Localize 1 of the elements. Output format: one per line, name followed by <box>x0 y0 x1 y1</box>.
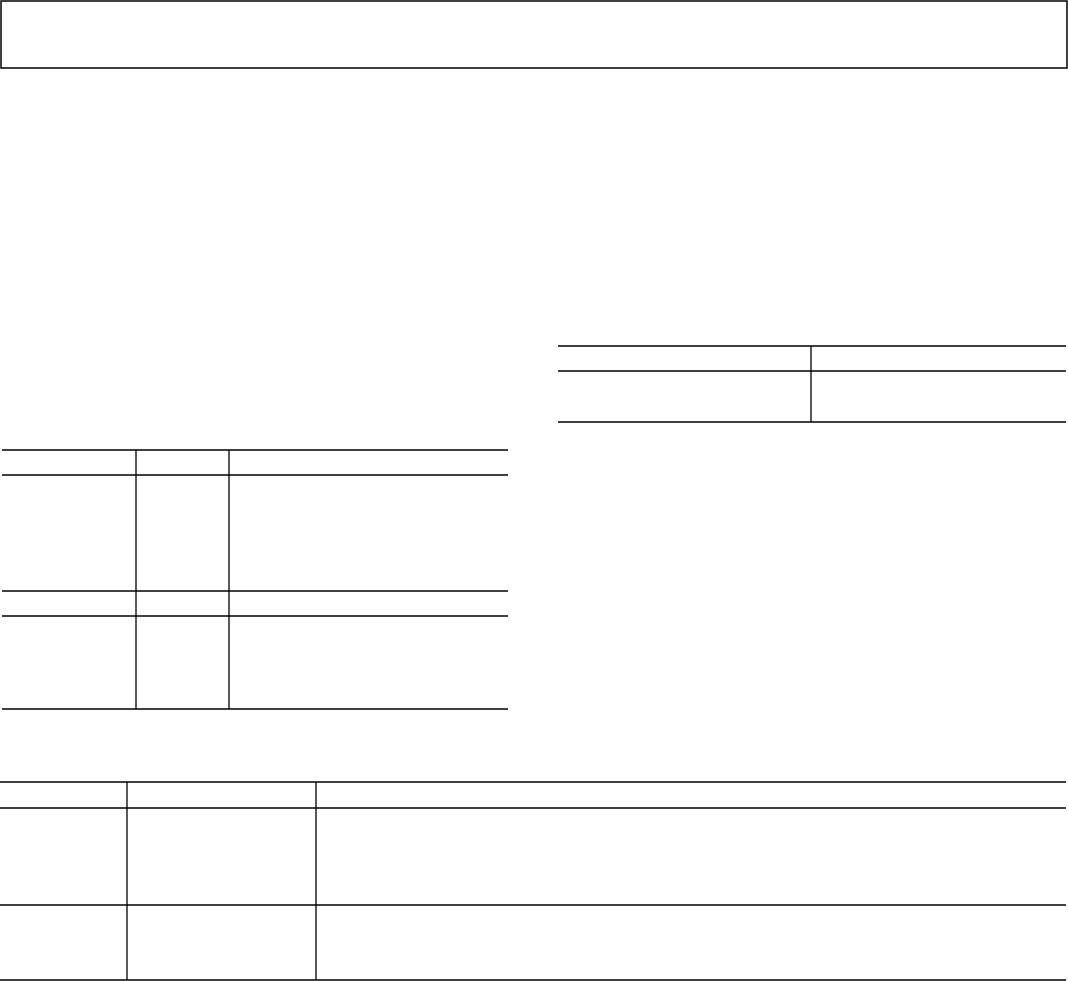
header-box <box>0 0 1068 69</box>
